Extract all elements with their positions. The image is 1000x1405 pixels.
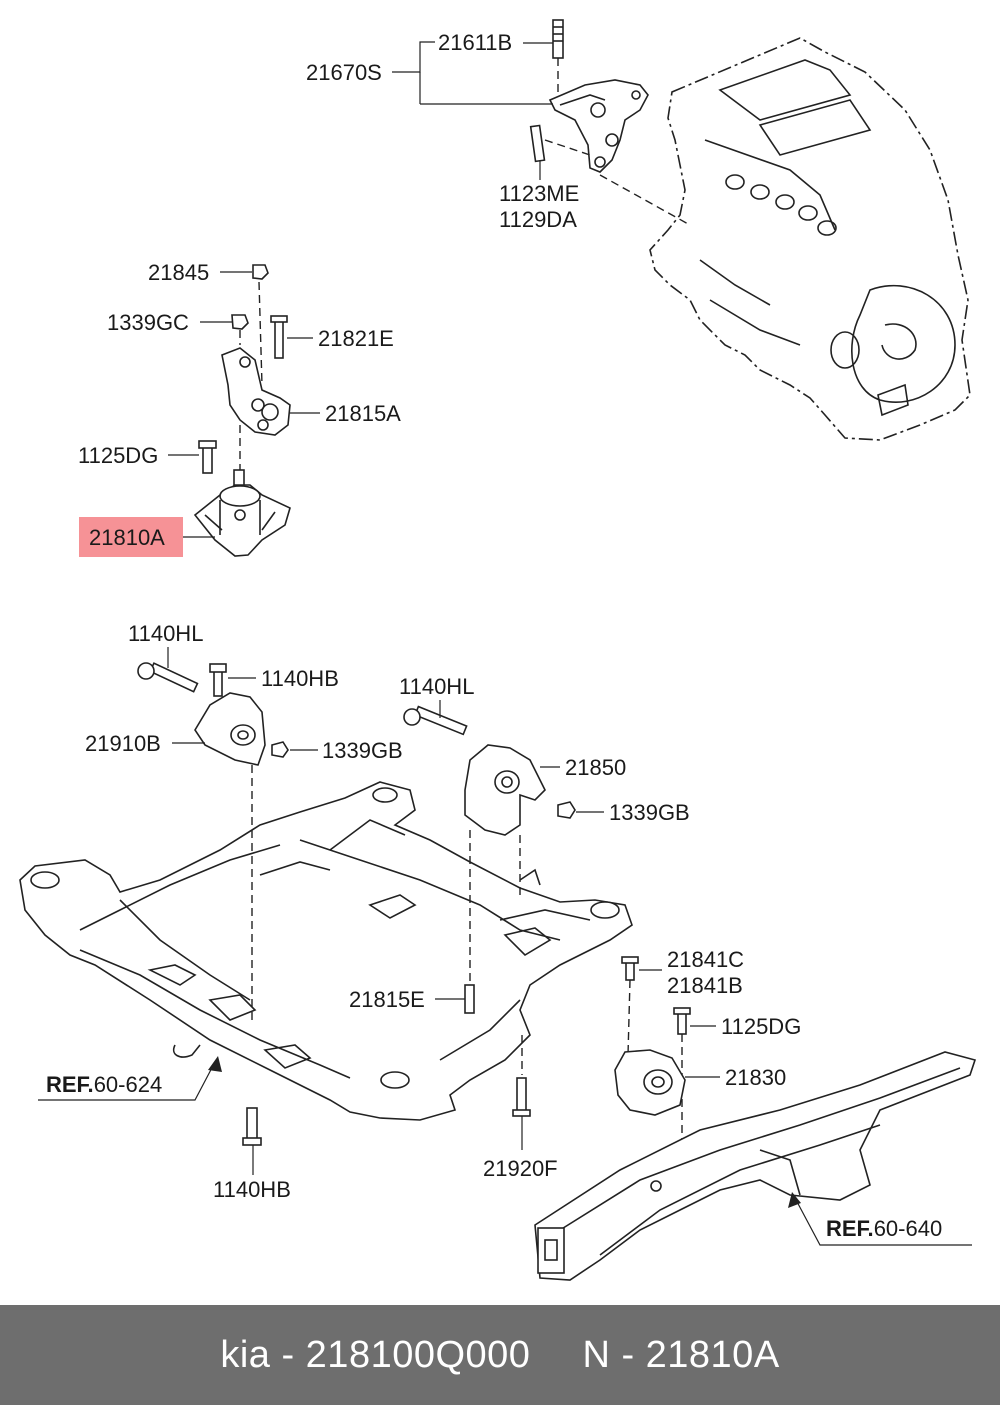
ref-60-624[interactable]: REF.60-624 (46, 1072, 162, 1097)
label-21845[interactable]: 21845 (148, 260, 209, 285)
mount-21850-drawing (403, 705, 576, 1117)
label-21810A[interactable]: 21810A (89, 525, 165, 550)
leader-lines (38, 41, 972, 1246)
label-21850[interactable]: 21850 (565, 755, 626, 780)
footer-part-number: kia - 218100Q000 (220, 1333, 531, 1376)
label-21815E[interactable]: 21815E (349, 987, 425, 1012)
subframe-drawing (19, 781, 633, 1121)
mount-21910B-drawing (137, 662, 289, 1020)
ref-60-640-code: 60-640 (874, 1216, 943, 1241)
label-1140HL-left[interactable]: 1140HL (128, 621, 203, 646)
ref-60-624-prefix: REF. (46, 1072, 94, 1097)
ref-60-640-prefix: REF. (826, 1216, 874, 1241)
label-21920F[interactable]: 21920F (483, 1156, 558, 1181)
label-1125DG-upper[interactable]: 1125DG (78, 443, 158, 468)
ref-60-640[interactable]: REF.60-640 (826, 1216, 942, 1241)
label-21830[interactable]: 21830 (725, 1065, 786, 1090)
label-1140HB-upper[interactable]: 1140HB (261, 666, 339, 691)
label-1339GC[interactable]: 1339GC (107, 310, 189, 335)
footer-text: kia - 218100Q000 N - 21810A (220, 1334, 779, 1377)
label-21841C[interactable]: 21841C (667, 947, 744, 972)
label-21841B[interactable]: 21841B (667, 973, 743, 998)
side-rail-drawing (534, 1051, 977, 1281)
label-1129DA[interactable]: 1129DA (499, 207, 577, 232)
label-21670S[interactable]: 21670S (306, 60, 382, 85)
bolt-1140HB-lower-drawing (242, 1107, 262, 1146)
label-1339GB-right[interactable]: 1339GB (609, 800, 690, 825)
upper-mount-stack-drawing (193, 264, 291, 557)
parts-diagram: 21611B 21670S 1123ME 1129DA 21845 1339GC… (19, 19, 977, 1281)
highlight-21810A (79, 517, 183, 557)
label-1125DG-lower[interactable]: 1125DG (721, 1014, 801, 1039)
label-21815A[interactable]: 21815A (325, 401, 401, 426)
label-21821E[interactable]: 21821E (318, 326, 394, 351)
engine-block-drawing (649, 37, 971, 441)
label-1140HB-lower[interactable]: 1140HB (213, 1177, 291, 1202)
part-labels: 21611B 21670S 1123ME 1129DA 21845 1339GC… (46, 30, 942, 1241)
label-21910B[interactable]: 21910B (85, 731, 161, 756)
mount-21830-drawing (614, 956, 691, 1150)
ref-60-624-code: 60-624 (94, 1072, 163, 1097)
label-21611B[interactable]: 21611B (438, 30, 512, 55)
footer-bar: kia - 218100Q000 N - 21810A (0, 1305, 1000, 1405)
label-1339GB-left[interactable]: 1339GB (322, 738, 403, 763)
footer-diagram-ref: N - 21810A (582, 1333, 780, 1376)
label-1123ME[interactable]: 1123ME (499, 181, 579, 206)
label-1140HL-right[interactable]: 1140HL (399, 674, 474, 699)
